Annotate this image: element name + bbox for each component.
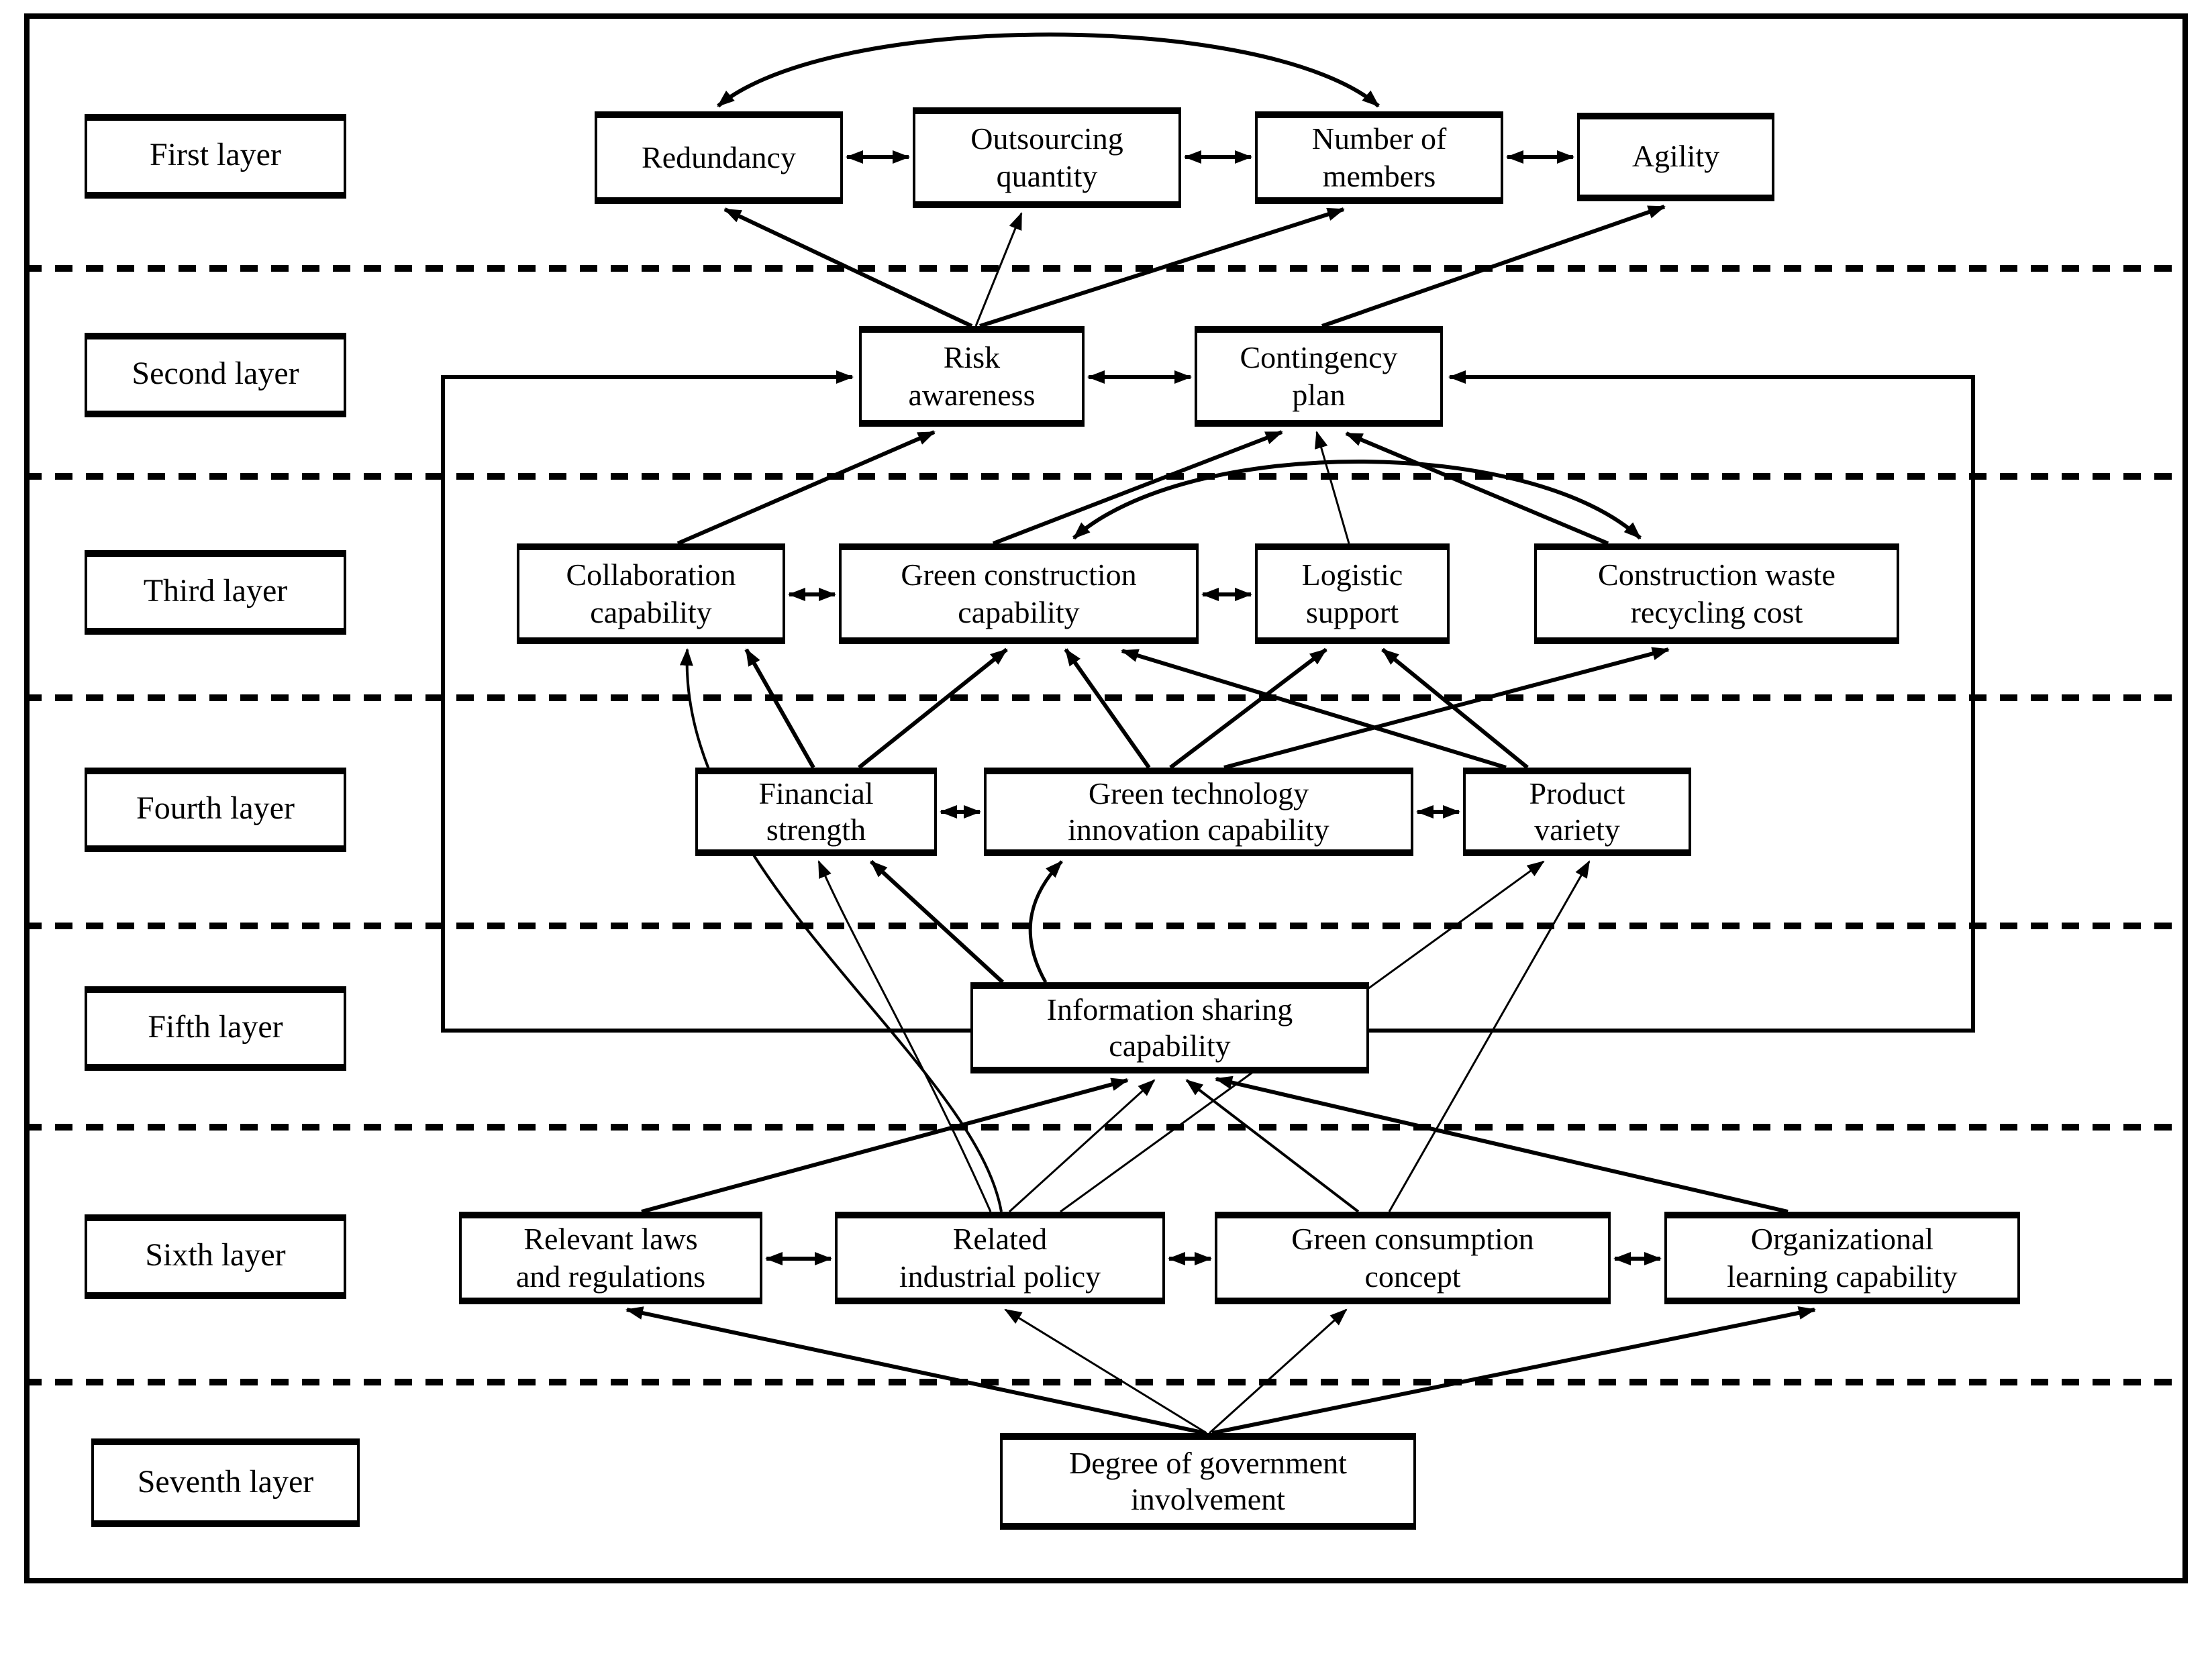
node-green-construction-capability: Green construction capability bbox=[839, 543, 1199, 644]
node-contingency-plan: Contingency plan bbox=[1195, 326, 1443, 427]
node-degree-of-government-involvement: Degree of government involvement bbox=[1000, 1433, 1416, 1530]
node-construction-waste-recycling-cost: Construction waste recycling cost bbox=[1534, 543, 1899, 644]
separator-lines bbox=[24, 265, 2188, 1385]
edge-gov-policy bbox=[1004, 1308, 1207, 1434]
edge-collaboration-risk bbox=[676, 430, 936, 545]
edge-product-green-construction bbox=[1121, 649, 1507, 770]
edge-contingency-agility bbox=[1321, 205, 1666, 328]
edge-risk-redundancy bbox=[723, 207, 973, 328]
layer-label-sixth: Sixth layer bbox=[85, 1214, 346, 1299]
layer-label-fourth: Fourth layer bbox=[85, 768, 346, 852]
edge-gov-green-consumption bbox=[1208, 1308, 1348, 1434]
edge-green-tech-logistic bbox=[1169, 647, 1327, 770]
edge-green-construction-contingency bbox=[992, 430, 1283, 545]
edge-lines bbox=[441, 32, 1975, 1435]
node-financial-strength: Financial strength bbox=[695, 768, 937, 856]
layer-label-fifth: Fifth layer bbox=[85, 986, 346, 1071]
edge-waste-contingency bbox=[1345, 431, 1609, 545]
edge-info-sharing-financial bbox=[869, 859, 1005, 984]
edge-policy-info-sharing bbox=[1008, 1079, 1156, 1213]
node-agility: Agility bbox=[1577, 113, 1774, 201]
edge-risk-outsourcing bbox=[974, 212, 1023, 327]
node-redundancy: Redundancy bbox=[595, 111, 843, 204]
edge-green-construction-waste bbox=[1072, 460, 1642, 540]
edge-info-sharing-green-tech bbox=[1028, 860, 1063, 984]
edge-org-learning-info-sharing bbox=[1215, 1075, 1789, 1214]
node-information-sharing-capability: Information sharing capability bbox=[970, 982, 1369, 1073]
node-relevant-laws-and-regulations: Relevant laws and regulations bbox=[459, 1212, 762, 1304]
node-green-technology-innovation-capability: Green technology innovation capability bbox=[984, 768, 1413, 856]
edge-laws-info-sharing bbox=[641, 1078, 1129, 1214]
edge-green-tech-waste bbox=[1223, 647, 1670, 770]
edge-financial-collaboration bbox=[744, 648, 815, 769]
layer-label-third: Third layer bbox=[85, 550, 346, 635]
node-number-of-members: Number of members bbox=[1255, 111, 1503, 204]
node-product-variety: Product variety bbox=[1463, 768, 1691, 856]
edge-info-sharing-contingency bbox=[1369, 370, 1975, 1033]
edge-risk-members bbox=[979, 207, 1345, 328]
edge-info-sharing-risk bbox=[441, 370, 970, 1033]
edge-redundancy-members bbox=[717, 32, 1380, 108]
node-outsourcing-quantity: Outsourcing quantity bbox=[913, 107, 1181, 208]
edge-product-logistic bbox=[1381, 647, 1529, 770]
layer-label-second: Second layer bbox=[85, 333, 346, 417]
node-organizational-learning-capability: Organizational learning capability bbox=[1664, 1212, 2020, 1304]
layer-label-seventh: Seventh layer bbox=[91, 1438, 360, 1527]
outer-border bbox=[24, 13, 2188, 1583]
edge-policy-financial bbox=[817, 860, 992, 1212]
edge-policy-collaboration bbox=[679, 648, 1003, 1212]
edge-green-tech-green-construction bbox=[1064, 648, 1151, 769]
node-logistic-support: Logistic support bbox=[1255, 543, 1450, 644]
layer-label-first: First layer bbox=[85, 114, 346, 199]
node-related-industrial-policy: Related industrial policy bbox=[835, 1212, 1165, 1304]
edge-logistic-contingency bbox=[1315, 431, 1350, 544]
node-collaboration-capability: Collaboration capability bbox=[517, 543, 785, 644]
node-green-consumption-concept: Green consumption concept bbox=[1215, 1212, 1611, 1304]
edge-financial-green-construction bbox=[858, 647, 1008, 770]
edge-green-consumption-info-sharing bbox=[1185, 1079, 1360, 1213]
node-risk-awareness: Risk awareness bbox=[859, 326, 1085, 427]
edge-gov-laws bbox=[625, 1306, 1206, 1435]
edge-green-consumption-product bbox=[1388, 860, 1591, 1212]
edge-gov-org-learning bbox=[1211, 1306, 1816, 1435]
